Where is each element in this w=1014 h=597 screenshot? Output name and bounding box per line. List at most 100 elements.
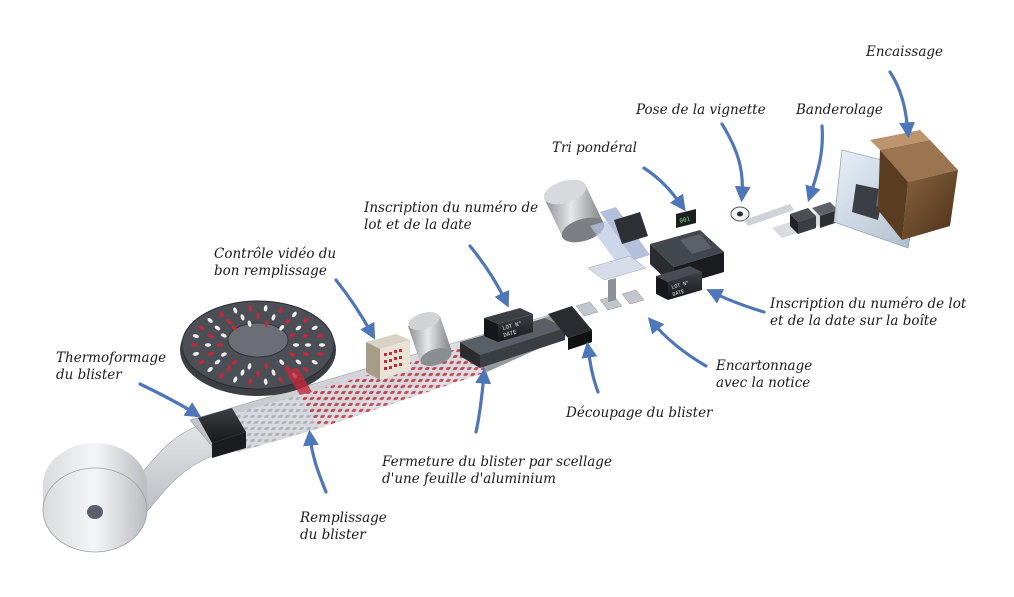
- svg-text:DATE: DATE: [672, 289, 685, 298]
- arrow-encaissage: [888, 70, 916, 139]
- capsule: [190, 343, 198, 347]
- label-encartonnage: Encartonnage avec la notice: [716, 358, 813, 391]
- capsule: [207, 317, 213, 324]
- capsule: [303, 317, 309, 324]
- capsule: [207, 366, 213, 373]
- capsule: [264, 363, 269, 370]
- cut-blisters: [575, 289, 645, 317]
- arrow-controle-video: [334, 278, 376, 340]
- label-remplissage: Remplissage du blister: [300, 510, 387, 543]
- arrow-banderolage: [805, 124, 824, 203]
- svg-text:LOT N°: LOT N°: [671, 280, 690, 291]
- capsule: [316, 334, 324, 339]
- label-thermoformage: Thermoformage du blister: [56, 350, 167, 383]
- capsule: [279, 325, 285, 331]
- capsule: [302, 352, 309, 356]
- capsule: [289, 352, 296, 357]
- arrow-fermeture: [474, 367, 492, 434]
- capsule: [295, 359, 302, 365]
- vignette-roll: [730, 204, 794, 226]
- capsule: [233, 307, 238, 314]
- capsule: [207, 334, 214, 338]
- capsule: [248, 378, 253, 385]
- label-fermeture: Fermeture du blister par scellage d'une …: [382, 454, 612, 487]
- capsule: [263, 305, 268, 312]
- capsule: [311, 325, 318, 330]
- capsule: [198, 325, 205, 330]
- arrow-inscription-lot: [468, 244, 510, 308]
- capsule: [219, 372, 224, 379]
- capsule: [240, 369, 245, 376]
- film-roll: [42, 443, 148, 553]
- label-inscription-boite: Inscription du numéro de lot et de la da…: [770, 296, 967, 329]
- capsule: [271, 314, 276, 321]
- label-pose-vignette: Pose de la vignette: [636, 102, 766, 118]
- shipping-carton: [870, 130, 958, 240]
- capsule: [292, 343, 300, 347]
- capsule: [220, 352, 227, 357]
- capsule: [247, 363, 252, 370]
- scale-display: 001: [676, 209, 696, 228]
- process-arrows: [138, 70, 916, 494]
- capsule: [318, 343, 326, 347]
- capsule: [256, 370, 260, 378]
- capsule: [264, 320, 269, 327]
- arrow-tri-ponderal: [642, 166, 686, 212]
- capsule: [302, 334, 309, 338]
- capsule: [304, 343, 312, 347]
- capsule: [226, 318, 231, 325]
- capsule: [214, 359, 221, 365]
- svg-text:001: 001: [679, 215, 692, 225]
- capsule: [311, 360, 318, 365]
- capsule: [292, 311, 297, 318]
- arrow-decoupage: [581, 341, 600, 394]
- arrow-pose-vignette: [720, 122, 751, 203]
- label-encaissage: Encaissage: [866, 44, 944, 60]
- arrow-remplissage: [302, 429, 328, 494]
- leaflet-folder: [587, 207, 650, 302]
- capsule: [263, 378, 268, 385]
- capsule: [285, 318, 290, 325]
- arrow-encartonnage: [647, 317, 708, 368]
- capsule: [289, 333, 296, 338]
- lot-printer: LOT N° DATE: [484, 308, 533, 342]
- capsule: [220, 333, 227, 338]
- capsule: [226, 365, 231, 372]
- capsule: [240, 314, 245, 321]
- cutting-unit: [548, 306, 592, 350]
- label-inscription-lot: Inscription du numéro de lot et de la da…: [364, 200, 539, 233]
- capsule: [279, 359, 285, 365]
- svg-text:LOT N°: LOT N°: [502, 321, 523, 332]
- arrow-thermoformage: [138, 382, 202, 418]
- capsule: [278, 376, 283, 383]
- arrow-inscription-boite: [706, 289, 766, 314]
- capsule: [247, 320, 252, 327]
- capsule: [231, 359, 237, 365]
- capsule: [214, 325, 221, 331]
- thermoforming-unit: [198, 408, 246, 458]
- box-print-unit: LOT N° DATE: [656, 266, 702, 300]
- label-decoupage: Découpage du blister: [566, 405, 713, 421]
- label-tri-ponderal: Tri pondéral: [552, 140, 637, 156]
- capsule: [303, 366, 309, 373]
- svg-text:DATE: DATE: [503, 330, 517, 339]
- aluminium-foil-roll: [408, 312, 452, 366]
- capsule: [231, 325, 237, 331]
- capsule: [216, 343, 224, 347]
- capsule: [219, 311, 224, 318]
- capsule: [256, 312, 260, 320]
- capsule: [207, 352, 214, 356]
- label-banderolage: Banderolage: [796, 102, 883, 118]
- label-controle-video: Contrôle vidéo du bon remplissage: [214, 246, 337, 279]
- capsule: [248, 305, 253, 312]
- capsule: [278, 307, 283, 314]
- leaflet-cylinder: [543, 179, 605, 243]
- capsule: [192, 334, 200, 339]
- capsule: [271, 369, 276, 376]
- capsule: [198, 360, 205, 365]
- video-control-unit: [366, 334, 410, 380]
- capsule: [233, 376, 238, 383]
- capsule: [295, 325, 302, 331]
- capsule: [316, 351, 324, 356]
